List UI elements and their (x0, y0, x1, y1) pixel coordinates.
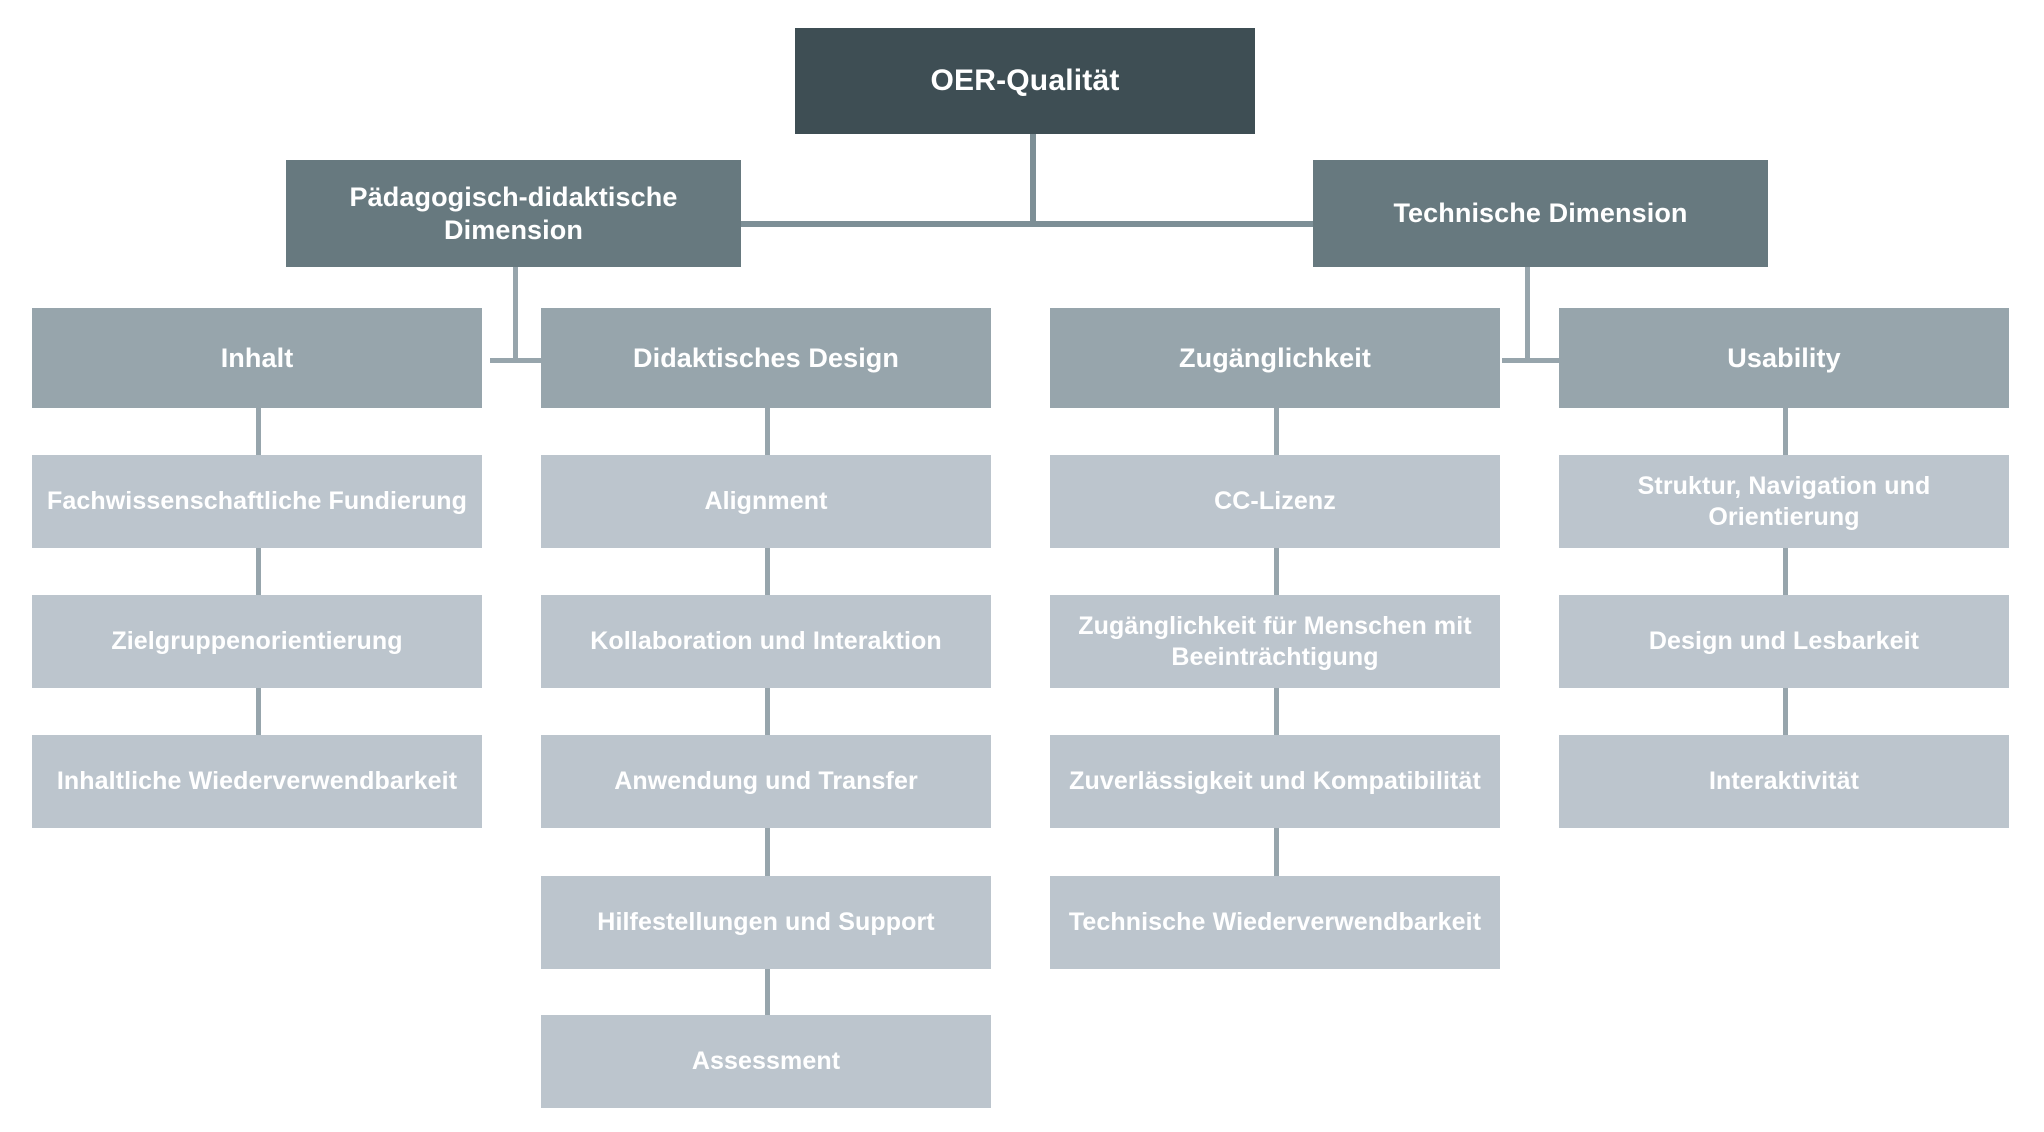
node-usability[interactable]: Usability (1559, 308, 2009, 408)
node-technische-wiederverwendbarkeit[interactable]: Technische Wiederverwendbarkeit (1050, 876, 1500, 969)
node-zuverlaessigkeit-und-kompatibilitaet[interactable]: Zuverlässigkeit und Kompatibilität (1050, 735, 1500, 828)
node-assessment[interactable]: Assessment (541, 1015, 991, 1108)
node-interaktivitaet[interactable]: Interaktivität (1559, 735, 2009, 828)
node-fachwissenschaftliche-fundierung[interactable]: Fachwissenschaftliche Fundierung (32, 455, 482, 548)
node-inhaltliche-wiederverwendbarkeit[interactable]: Inhaltliche Wiederverwendbarkeit (32, 735, 482, 828)
node-zugaenglichkeit-fuer-menschen-mit-beeintraechtigung[interactable]: Zugänglichkeit für Menschen mit Beeinträ… (1050, 595, 1500, 688)
connector-pedagogical-stem (513, 267, 518, 362)
node-cc-lizenz[interactable]: CC-Lizenz (1050, 455, 1500, 548)
node-design-und-lesbarkeit[interactable]: Design und Lesbarkeit (1559, 595, 2009, 688)
node-technische-dimension[interactable]: Technische Dimension (1313, 160, 1768, 267)
node-struktur-navigation-und-orientierung[interactable]: Struktur, Navigation und Orientierung (1559, 455, 2009, 548)
node-oer-qualitaet[interactable]: OER-Qualität (795, 28, 1255, 134)
connector-root-stem (1030, 134, 1036, 224)
node-anwendung-und-transfer[interactable]: Anwendung und Transfer (541, 735, 991, 828)
connector-spine-didaktisches-design (765, 408, 770, 1038)
node-alignment[interactable]: Alignment (541, 455, 991, 548)
connector-category-bus-right (1502, 358, 1562, 363)
connector-category-bus-left (490, 358, 550, 363)
node-zielgruppenorientierung[interactable]: Zielgruppenorientierung (32, 595, 482, 688)
node-hilfestellungen-und-support[interactable]: Hilfestellungen und Support (541, 876, 991, 969)
node-kollaboration-und-interaktion[interactable]: Kollaboration und Interaktion (541, 595, 991, 688)
connector-spine-zugaenglichkeit (1274, 408, 1279, 968)
connector-technical-stem (1525, 267, 1530, 362)
node-inhalt[interactable]: Inhalt (32, 308, 482, 408)
node-didaktisches-design[interactable]: Didaktisches Design (541, 308, 991, 408)
node-paedagogisch-didaktische-dimension[interactable]: Pädagogisch-didaktische Dimension (286, 160, 741, 267)
connector-dimension-bus (740, 221, 1315, 227)
node-zugaenglichkeit[interactable]: Zugänglichkeit (1050, 308, 1500, 408)
